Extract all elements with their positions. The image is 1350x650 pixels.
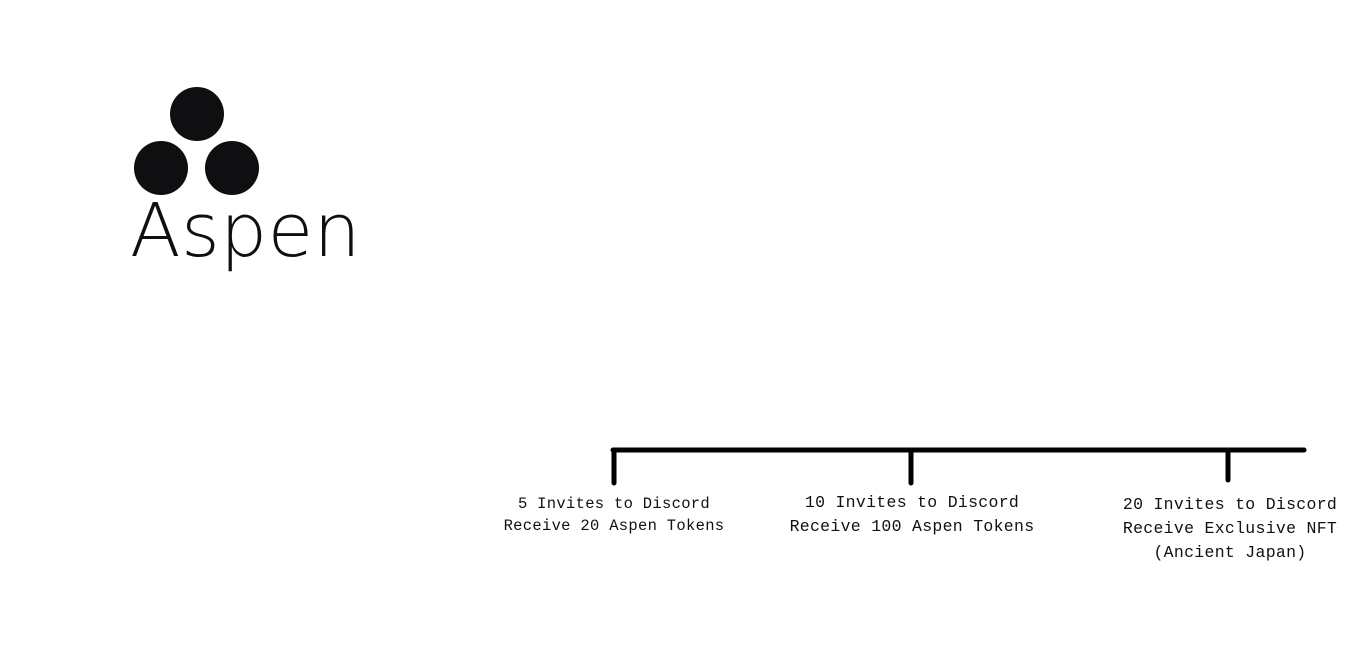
logo-circle-top-icon [170,87,224,141]
milestone-2-invites: 10 Invites to Discord [804,493,1020,512]
milestone-1-label: 5 Invites to Discord Receive 20 Aspen To… [484,493,744,537]
milestone-1-reward: Receive 20 Aspen Tokens [503,517,725,535]
logo-circle-left-icon [134,141,188,195]
aspen-logo: Aspen [130,86,370,286]
milestone-2-reward: Receive 100 Aspen Tokens [789,517,1035,536]
logo-wordmark: Aspen [130,188,362,274]
milestone-3-label: 20 Invites to Discord Receive Exclusive … [1105,493,1350,565]
milestone-3-reward: Receive Exclusive NFT [1122,519,1338,538]
milestone-1-invites: 5 Invites to Discord [517,495,711,513]
milestone-3-invites: 20 Invites to Discord [1122,495,1338,514]
milestone-3-note: (Ancient Japan) [1153,543,1307,562]
logo-circle-right-icon [205,141,259,195]
milestone-2-label: 10 Invites to Discord Receive 100 Aspen … [772,491,1052,539]
